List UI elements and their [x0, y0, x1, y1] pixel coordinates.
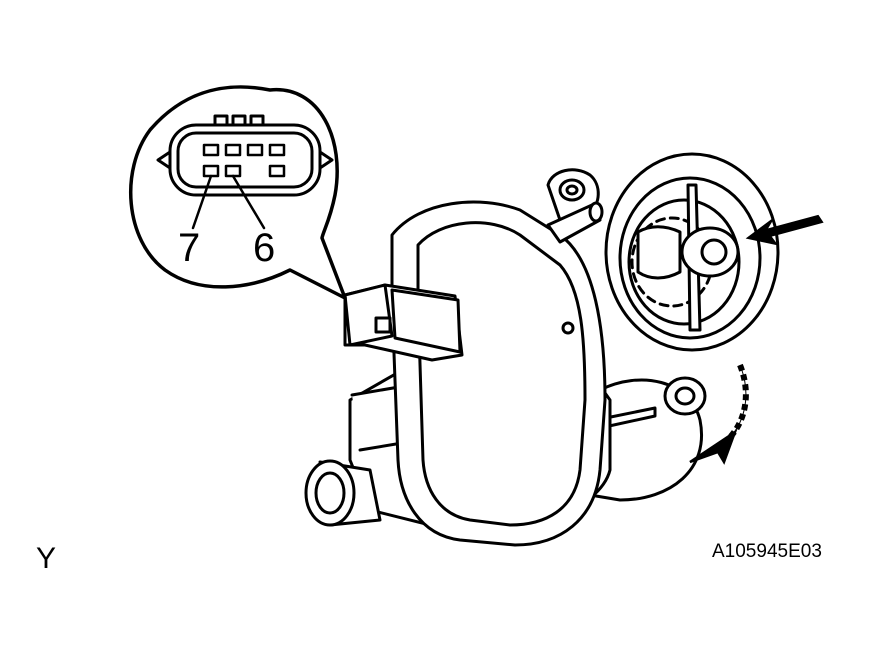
view-label: Y [36, 542, 57, 575]
figure-code: A105945E03 [712, 541, 822, 562]
actuator-housing [390, 200, 607, 547]
mounting-ear-top [546, 168, 604, 244]
connector-plug [343, 283, 464, 362]
pin-7-terminal [202, 164, 220, 178]
rotation-arrow [689, 363, 749, 465]
pin-6-terminal [224, 164, 242, 178]
connector-face [156, 114, 334, 197]
inlet-tube [304, 459, 382, 527]
outlet-housing [588, 376, 707, 502]
throttle-bore [604, 152, 780, 352]
airflow-arrow [745, 214, 824, 246]
pin-7-label: 7 [178, 226, 201, 270]
pin-leader-lines [191, 174, 266, 230]
pin-6-label: 6 [253, 226, 276, 270]
